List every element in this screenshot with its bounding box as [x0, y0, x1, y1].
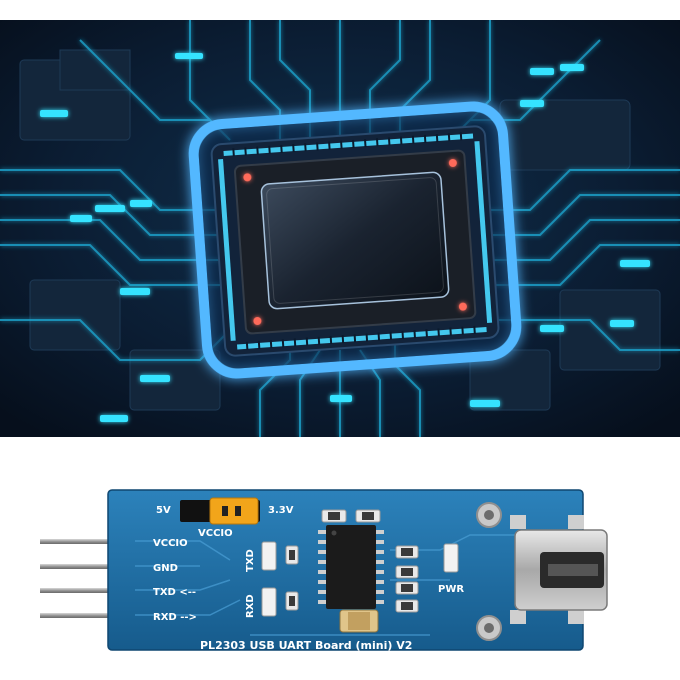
jumper-label-5v: 5V — [156, 505, 171, 516]
smd-components — [261, 509, 459, 633]
led-label-txd: TXD — [245, 549, 256, 572]
chip-die — [260, 171, 450, 310]
background-components — [19, 49, 661, 411]
circuit-chip-photo — [0, 20, 680, 437]
led-label-rxd: RXD — [245, 594, 256, 618]
mounting-holes — [476, 502, 502, 641]
mini-usb-connector — [510, 515, 608, 624]
trace-highlights — [40, 53, 650, 422]
jumper-label-vccio: VCCIO — [198, 528, 233, 539]
vccio-jumper — [180, 497, 260, 525]
pin-label-gnd: GND — [153, 563, 178, 574]
pin-label-vccio: VCCIO — [153, 538, 188, 549]
pl2303-chip — [318, 525, 384, 609]
chip-package — [210, 125, 500, 357]
jumper-label-3v3: 3.3V — [268, 505, 294, 516]
pin-label-txd: TXD <-- — [153, 587, 196, 598]
board-title: PL2303 USB UART Board (mini) V2 — [200, 639, 412, 652]
led-label-pwr: PWR — [438, 584, 464, 595]
chip-glow-frame — [188, 101, 522, 379]
pin-label-rxd: RXD --> — [153, 612, 197, 623]
pl2303-board-photo: 5V 3.3V VCCIO VCCIO GND TXD <-- RXD --> … — [40, 489, 608, 652]
